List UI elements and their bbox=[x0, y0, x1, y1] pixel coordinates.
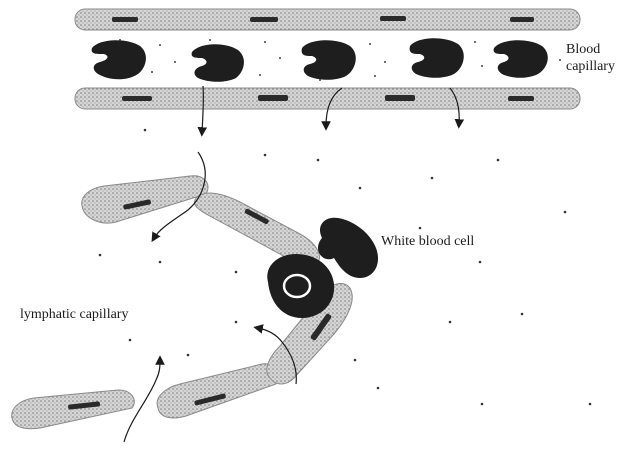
endothelial-nucleus bbox=[122, 96, 152, 101]
blood-capillary-label-line1: Blood bbox=[566, 42, 615, 59]
red-blood-cell bbox=[410, 38, 464, 78]
endothelial-nucleus bbox=[508, 96, 534, 101]
blood-capillary-bottom-wall bbox=[75, 88, 580, 109]
white-blood-cell-label: White blood cell bbox=[381, 234, 474, 251]
red-blood-cell bbox=[92, 40, 146, 79]
endothelial-nucleus bbox=[510, 17, 534, 22]
red-blood-cell bbox=[494, 40, 548, 78]
red-blood-cell bbox=[302, 40, 356, 80]
endothelial-nucleus bbox=[380, 16, 406, 21]
blood-capillary-label: Blood capillary bbox=[566, 42, 615, 76]
endothelial-nucleus bbox=[385, 95, 415, 101]
endothelial-nucleus bbox=[112, 17, 138, 22]
red-blood-cell bbox=[192, 44, 244, 82]
blood-capillary-top-wall bbox=[75, 9, 580, 30]
endothelial-nucleus bbox=[250, 17, 278, 22]
endothelial-nucleus bbox=[258, 95, 288, 101]
lymphatic-capillary-label: lymphatic capillary bbox=[20, 307, 128, 324]
blood-capillary-label-line2: capillary bbox=[566, 59, 615, 76]
lymphatic-capillary-upper-wall bbox=[82, 176, 320, 266]
